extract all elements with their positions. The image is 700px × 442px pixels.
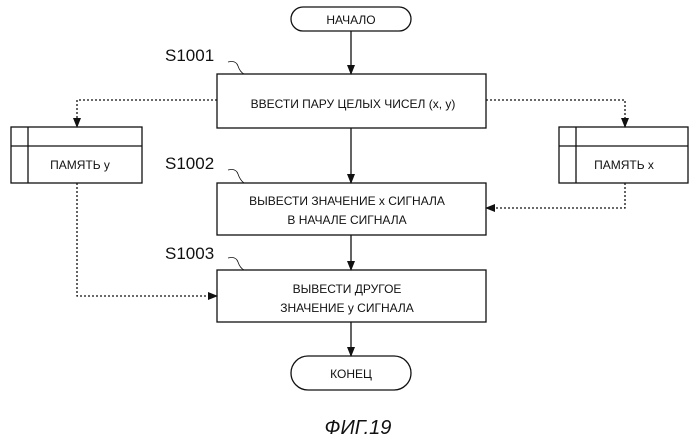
step-s1003-line2: ЗНАЧЕНИЕ y СИГНАЛА: [280, 301, 414, 315]
memory-x-label: ПАМЯТЬ x: [594, 158, 654, 172]
step-s1002-id: S1002: [165, 154, 214, 173]
dotted-memory-y-to-s1003: [77, 183, 217, 296]
leader-s1002: [228, 170, 244, 184]
dotted-to-memory-x: [486, 100, 625, 127]
step-s1003-id: S1003: [165, 244, 214, 263]
memory-y-box: [11, 127, 142, 183]
dotted-memory-x-to-s1002: [486, 183, 625, 208]
start-label: НАЧАЛО: [326, 13, 375, 27]
step-s1002-line2: В НАЧАЛЕ СИГНАЛА: [287, 213, 406, 227]
step-s1001-id: S1001: [165, 46, 214, 65]
leader-s1001: [228, 62, 244, 75]
step-s1001-text: ВВЕСТИ ПАРУ ЦЕЛЫХ ЧИСЕЛ (x, y): [251, 97, 456, 111]
leader-s1003: [228, 258, 244, 271]
end-label: КОНЕЦ: [330, 367, 372, 381]
step-s1002-box: [217, 183, 486, 235]
figure-caption: ФИГ.19: [325, 417, 392, 439]
dotted-to-memory-y: [77, 100, 217, 127]
memory-y-label: ПАМЯТЬ y: [50, 158, 110, 172]
step-s1002-line1: ВЫВЕСТИ ЗНАЧЕНИЕ x СИГНАЛА: [249, 194, 445, 208]
step-s1003-line1: ВЫВЕСТИ ДРУГОЕ: [293, 282, 402, 296]
memory-x-box: [559, 127, 688, 183]
